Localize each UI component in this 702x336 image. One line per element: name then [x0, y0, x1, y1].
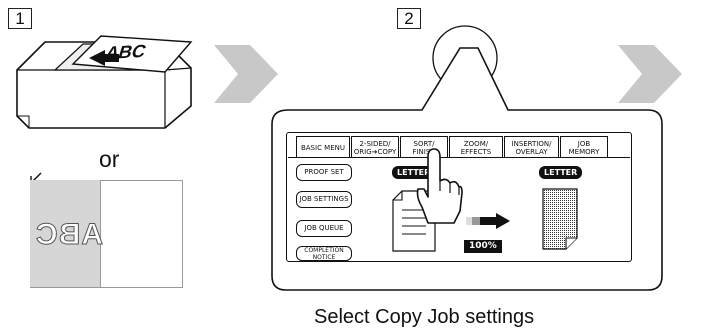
job-queue-button[interactable]: JOB QUEUE	[296, 220, 352, 237]
step-2-number: 2	[397, 8, 421, 29]
glass-document-text: ABC	[35, 218, 104, 252]
job-settings-button[interactable]: JOB SETTINGS	[296, 191, 352, 208]
adf-illustration	[16, 35, 193, 129]
tab-job-memory[interactable]: JOB MEMORY	[560, 136, 608, 158]
or-label: or	[99, 146, 120, 172]
tab-basic-menu[interactable]: BASIC MENU	[296, 136, 350, 158]
tab-insertion-overlay[interactable]: INSERTION/ OVERLAY	[504, 136, 559, 158]
proof-set-button[interactable]: PROOF SET	[296, 164, 352, 181]
original-document	[30, 180, 101, 287]
tab-zoom-effects[interactable]: ZOOM/ EFFECTS	[449, 136, 503, 158]
next-step-arrow-icon	[214, 45, 278, 103]
copy-page-icon	[542, 188, 578, 250]
tab-2-sided[interactable]: 2-SIDED/ ORIG➔COPY	[351, 136, 399, 158]
zoom-ratio-badge: 100%	[464, 240, 502, 253]
tab-bar: BASIC MENU 2-SIDED/ ORIG➔COPY SORT/ FINI…	[296, 136, 626, 158]
step-caption: Select Copy Job settings	[314, 306, 535, 328]
copy-direction-arrow-icon	[466, 213, 510, 229]
tab-divider	[288, 157, 630, 158]
paper-size-right-badge: LETTER	[539, 166, 583, 179]
completion-notice-button[interactable]: COMPLETION NOTICE	[296, 246, 352, 261]
side-menu: PROOF SET JOB SETTINGS JOB QUEUE COMPLET…	[286, 158, 366, 262]
next-step-arrow-icon	[618, 45, 682, 103]
adf-document-text: ABC	[102, 40, 149, 64]
step-1-number: 1	[8, 8, 32, 29]
hand-pointer-icon	[416, 148, 463, 224]
paper-size-left-badge: LETTER	[392, 166, 436, 179]
